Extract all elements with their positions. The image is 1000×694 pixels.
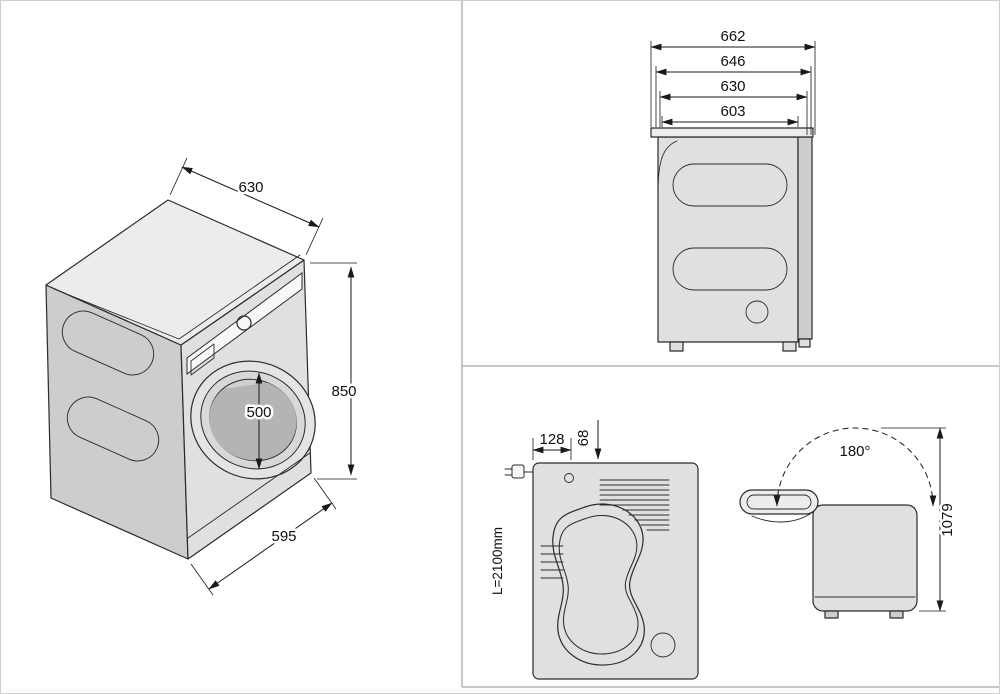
side-view-oval-lower xyxy=(672,247,788,291)
dim-630: 630 xyxy=(659,76,808,135)
cord-outlet-circle xyxy=(564,473,574,483)
door-swing-arc xyxy=(773,427,937,507)
panel-dividers xyxy=(461,1,999,688)
dim-630-label: 630 xyxy=(720,78,745,95)
side-view-body xyxy=(657,136,799,343)
dim-128-label: 128 xyxy=(539,431,564,448)
back-view-body xyxy=(532,462,699,680)
duct-outline-outer xyxy=(552,503,645,666)
side-oval-lower xyxy=(66,396,160,462)
control-panel-strip xyxy=(186,272,303,375)
vent-slats-top xyxy=(599,479,670,531)
dim-cord-offset: 128 xyxy=(532,429,572,460)
open-view-body xyxy=(812,504,918,612)
cabinet-corner-curve xyxy=(657,140,678,194)
detergent-drawer xyxy=(190,343,215,376)
power-plug-icon xyxy=(504,464,534,479)
drain-filter-circle xyxy=(745,300,769,324)
dim-646-label: 646 xyxy=(720,53,745,70)
open-door-edge-curve xyxy=(751,511,814,523)
dim-1079-label: 1079 xyxy=(939,503,956,536)
worktop-edge-line xyxy=(53,254,301,340)
dim-662: 662 xyxy=(650,26,816,135)
dim-door-label: 500 xyxy=(246,404,271,421)
side-oval-upper xyxy=(61,310,155,376)
dim-width: 595 xyxy=(190,477,337,596)
dim-603: 603 xyxy=(661,101,799,127)
dim-depth-label: 630 xyxy=(238,179,263,196)
open-view-foot-right xyxy=(889,610,904,619)
dim-door-diameter: 500 xyxy=(244,372,274,470)
dim-depth: 630 xyxy=(169,157,324,256)
side-view-front-panel xyxy=(797,136,813,340)
dim-68-label: 68 xyxy=(575,430,592,447)
control-knob xyxy=(236,315,252,331)
isometric-view: 630 850 500 595 xyxy=(45,157,359,596)
dim-vent-offset: 68 xyxy=(573,420,602,460)
side-view-feet xyxy=(669,338,811,352)
door-angle-label: 180° xyxy=(839,443,870,460)
dim-open-height: 1079 xyxy=(881,427,959,612)
dim-646: 646 xyxy=(655,51,812,135)
open-door-flat xyxy=(739,489,819,515)
dim-603-label: 603 xyxy=(720,103,745,120)
cable-length-label: L=2100mm xyxy=(490,527,505,595)
side-view-oval-upper xyxy=(672,163,788,207)
side-view: 662 646 630 603 xyxy=(650,26,816,352)
machine-top-face xyxy=(45,199,305,346)
dim-height-label: 850 xyxy=(331,383,356,400)
kick-plate-line xyxy=(187,452,311,539)
dim-662-label: 662 xyxy=(720,28,745,45)
dim-width-label: 595 xyxy=(271,528,296,545)
back-drain-circle xyxy=(650,632,676,658)
side-view-worktop xyxy=(650,127,814,138)
back-view: 128 68 L=2100mm xyxy=(488,420,699,680)
dim-height: 850 xyxy=(310,262,359,480)
open-view-foot-left xyxy=(824,610,839,619)
door-open-view: 180° 1079 xyxy=(739,427,959,619)
